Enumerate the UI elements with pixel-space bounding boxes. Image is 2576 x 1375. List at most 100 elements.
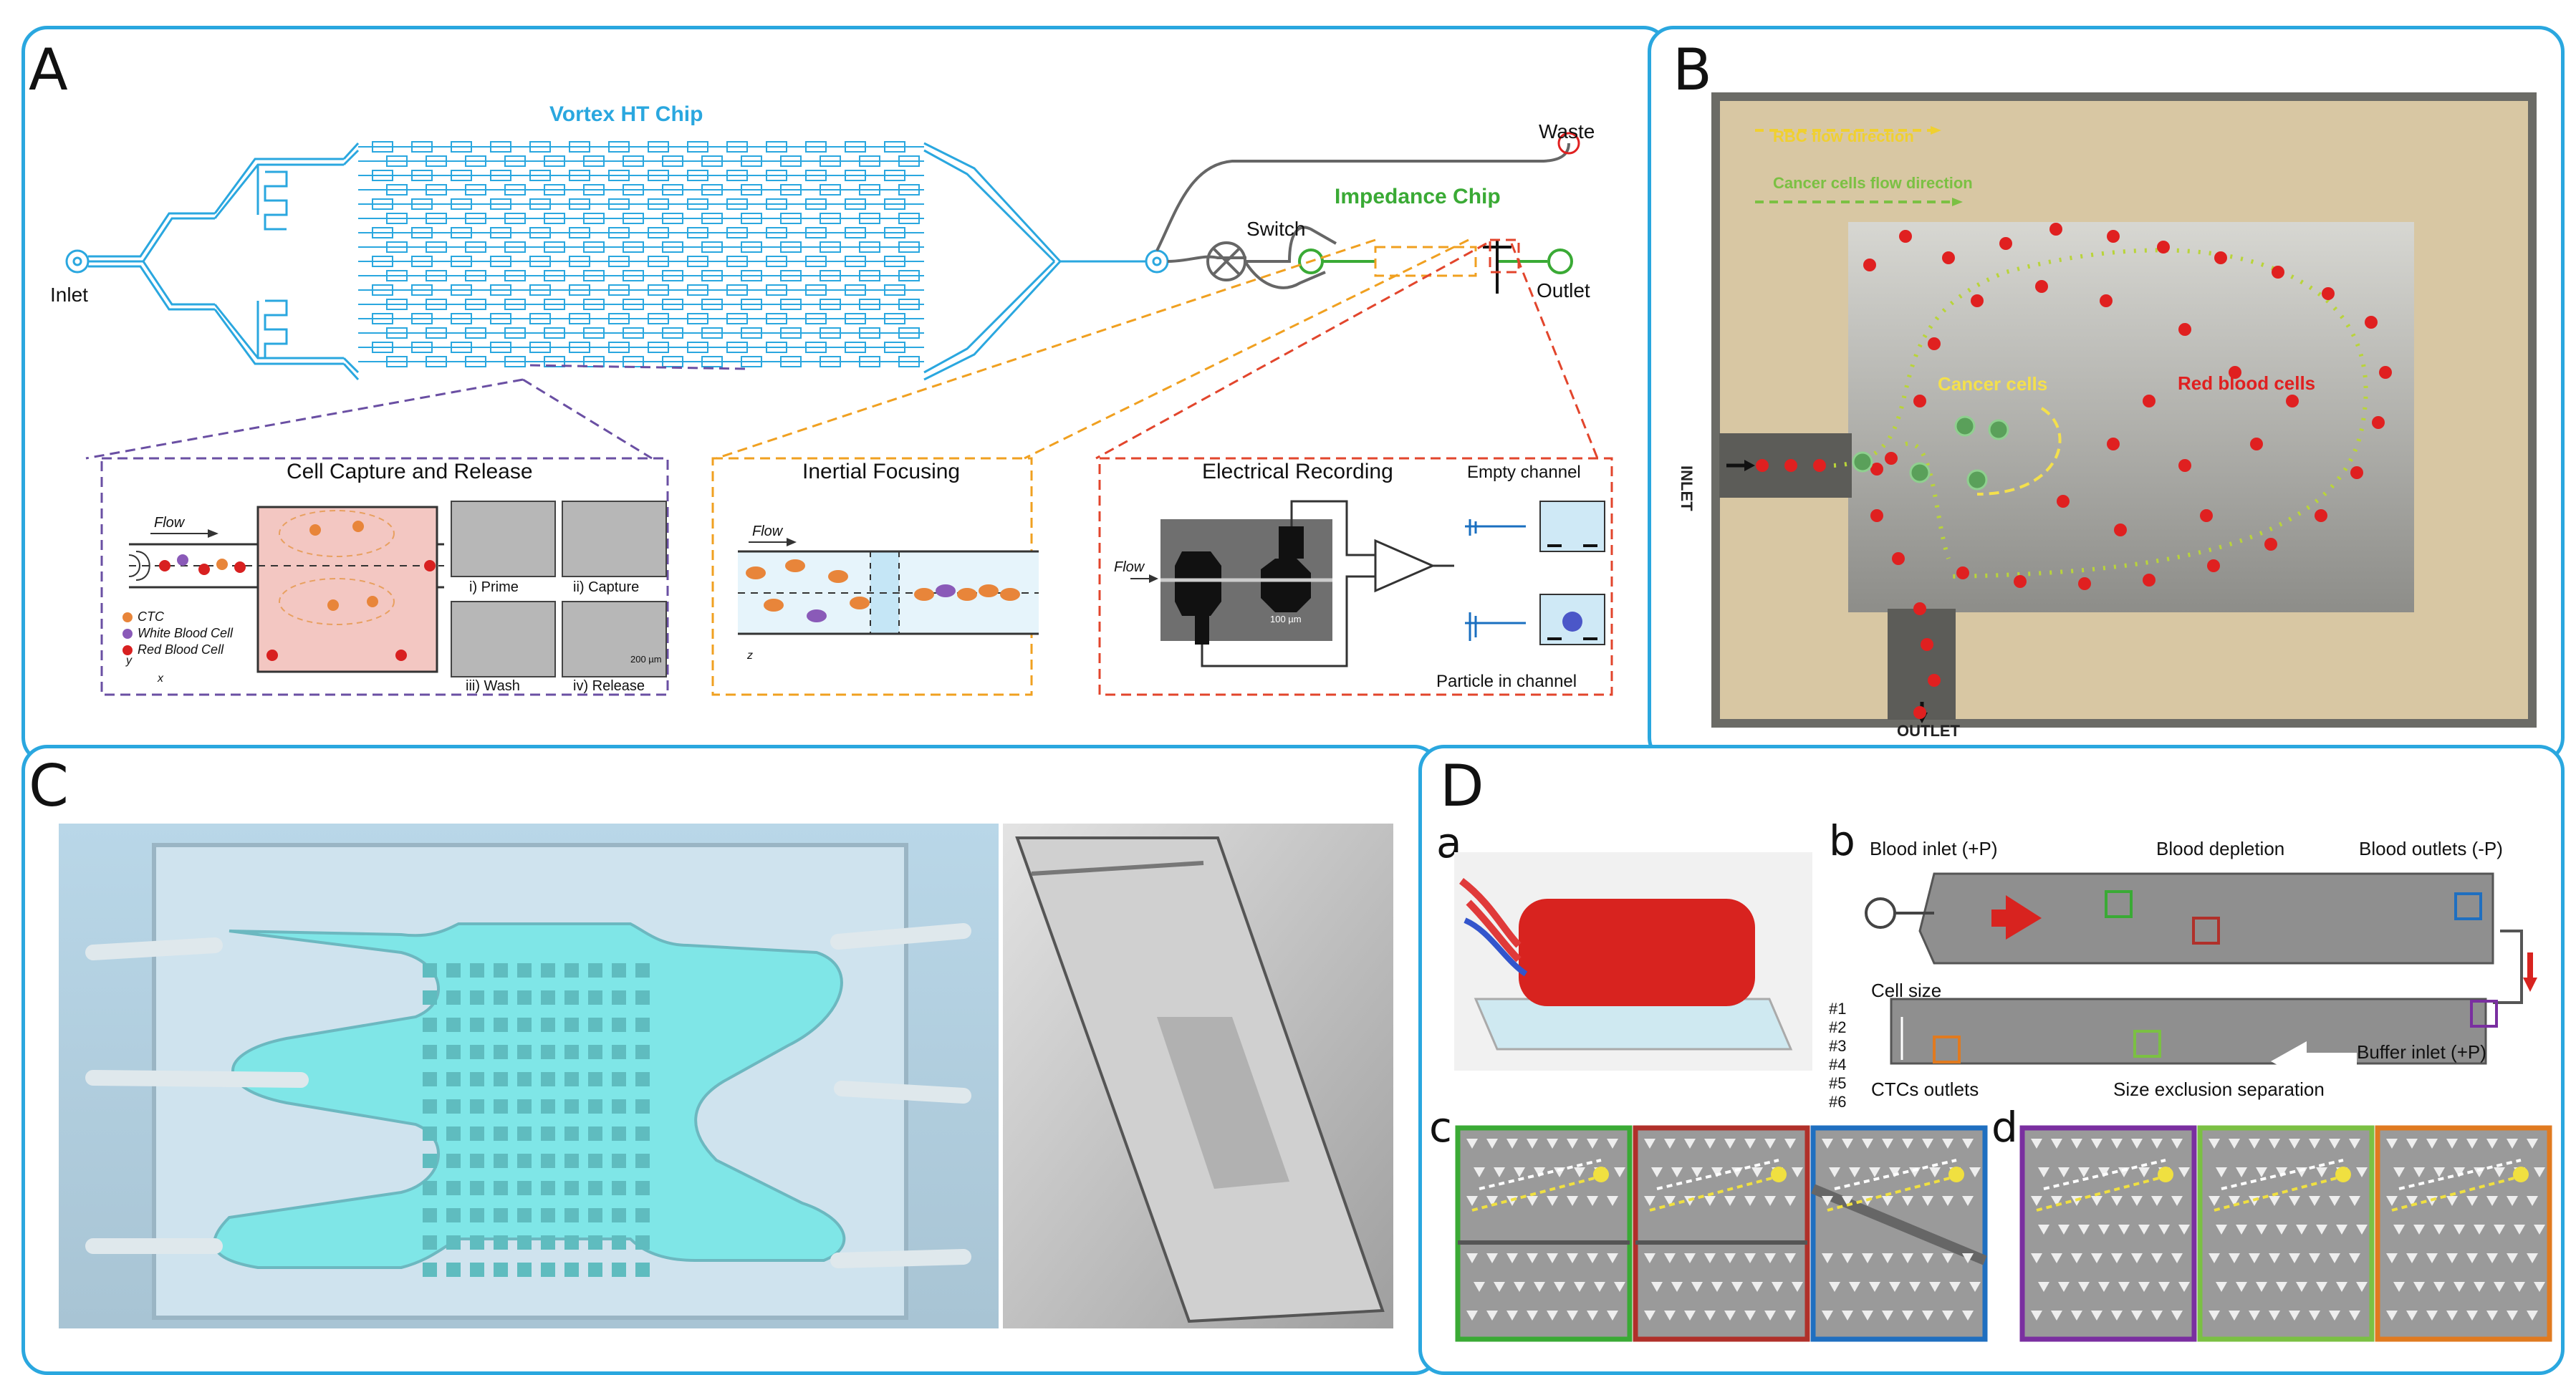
red-blood-cell xyxy=(1756,459,1769,472)
pillar xyxy=(470,1208,484,1222)
vortex-chamber xyxy=(662,270,683,281)
vortex-chamber xyxy=(623,327,644,339)
cell-dot xyxy=(234,561,246,573)
vortex-chamber xyxy=(859,356,880,367)
triangle-pillar xyxy=(1751,1282,1763,1292)
legend-rbc: Red Blood Cell xyxy=(138,642,224,657)
cell-dot xyxy=(327,599,339,611)
vortex-chamber xyxy=(726,141,748,153)
triangle-pillar xyxy=(1869,1282,1880,1292)
triangle-pillar xyxy=(1671,1282,1683,1292)
triangle-pillar xyxy=(1724,1311,1736,1321)
vortex-chamber xyxy=(465,155,486,167)
pillar xyxy=(494,1045,508,1059)
vortex-chamber xyxy=(845,256,866,267)
trajectory xyxy=(1479,1159,1602,1190)
pillar xyxy=(494,1208,508,1222)
vortex-chamber xyxy=(465,270,486,281)
pillar xyxy=(517,1045,532,1059)
triangle-pillar xyxy=(2349,1139,2360,1149)
vortex-chamber xyxy=(701,241,723,253)
triangle-pillar xyxy=(2309,1311,2320,1321)
axis-x-a: x xyxy=(158,672,163,685)
triangle-pillar xyxy=(2466,1196,2478,1206)
pillar xyxy=(470,1235,484,1250)
vortex-chamber xyxy=(780,184,802,196)
cell-dot xyxy=(309,524,321,536)
vortex-chamber xyxy=(741,241,762,253)
vortex-chamber xyxy=(662,241,683,253)
vortex-chamber xyxy=(766,170,787,181)
trajectory xyxy=(1656,1159,1779,1190)
vortex-chamber xyxy=(766,284,787,296)
triangle-pillar xyxy=(1922,1311,1933,1321)
triangle-pillar xyxy=(2466,1253,2478,1263)
triangle-pillar xyxy=(1862,1311,1873,1321)
vortex-chamber xyxy=(569,170,590,181)
triangle-pillar xyxy=(2393,1225,2405,1235)
red-blood-cell xyxy=(2250,438,2263,450)
triangle-pillar xyxy=(2276,1167,2287,1177)
triangle-pillar xyxy=(1527,1196,1538,1206)
blood-depletion-label: Blood depletion xyxy=(2156,838,2285,859)
pillar xyxy=(494,990,508,1005)
triangle-pillar xyxy=(1486,1253,1498,1263)
pillar xyxy=(517,1235,532,1250)
red-blood-cell xyxy=(2107,230,2120,243)
pillar xyxy=(564,963,579,978)
vortex-chamber xyxy=(898,356,920,367)
triangle-pillar xyxy=(2349,1311,2360,1321)
pillar xyxy=(541,1154,555,1168)
triangle-pillar xyxy=(2098,1167,2110,1177)
pillar xyxy=(635,1072,650,1086)
vortex-chamber xyxy=(608,313,630,324)
vortex-chamber xyxy=(490,227,511,238)
triangle-pillar xyxy=(1664,1196,1676,1206)
triangle-pillar xyxy=(1514,1282,1525,1292)
pillar xyxy=(446,1045,461,1059)
triangle-pillar xyxy=(1567,1311,1578,1321)
triangle-pillar xyxy=(1574,1282,1585,1292)
triangle-pillar xyxy=(2249,1253,2260,1263)
triangle-pillar xyxy=(1506,1253,1518,1263)
vortex-chamber xyxy=(569,198,590,210)
triangle-pillar xyxy=(2527,1311,2538,1321)
triangle-pillar xyxy=(1514,1167,1525,1177)
triangle-pillar xyxy=(1922,1139,1933,1149)
pillar xyxy=(517,1072,532,1086)
vortex-chamber xyxy=(529,284,551,296)
triangle-pillar xyxy=(1784,1311,1796,1321)
vortex-chamber xyxy=(608,227,630,238)
pillar xyxy=(423,1263,437,1277)
triangle-pillar xyxy=(2466,1139,2478,1149)
pillar xyxy=(517,1208,532,1222)
vortex-chamber xyxy=(820,356,841,367)
vortex-chamber xyxy=(884,141,905,153)
triangle-pillar xyxy=(1671,1167,1683,1177)
vortex-chamber xyxy=(569,227,590,238)
vortex-chamber xyxy=(372,342,393,353)
vortex-chamber xyxy=(465,213,486,224)
pillar xyxy=(423,1018,437,1032)
vortex-chamber xyxy=(411,342,433,353)
triangle-pillar xyxy=(2474,1282,2485,1292)
triangle-pillar xyxy=(2071,1311,2082,1321)
triangle-pillar xyxy=(1494,1282,1505,1292)
vortex-chamber xyxy=(898,327,920,339)
vortex-chamber xyxy=(741,356,762,367)
triangle-pillar xyxy=(2329,1311,2340,1321)
particle xyxy=(1593,1167,1609,1182)
pillar xyxy=(588,1018,602,1032)
vortex-chamber xyxy=(687,170,708,181)
triangle-pillar xyxy=(2058,1282,2070,1292)
outlet-number: #3 xyxy=(1829,1037,1847,1055)
pillar xyxy=(588,1235,602,1250)
vortex-chamber xyxy=(741,327,762,339)
triangle-pillar xyxy=(2151,1311,2163,1321)
red-blood-cell xyxy=(2107,438,2120,450)
pillar xyxy=(635,963,650,978)
red-blood-cell xyxy=(2379,366,2392,379)
triangle-pillar xyxy=(1962,1311,1974,1321)
triangle-pillar xyxy=(2406,1311,2418,1321)
rbc-flow-label: RBC flow direction xyxy=(1773,127,1914,145)
